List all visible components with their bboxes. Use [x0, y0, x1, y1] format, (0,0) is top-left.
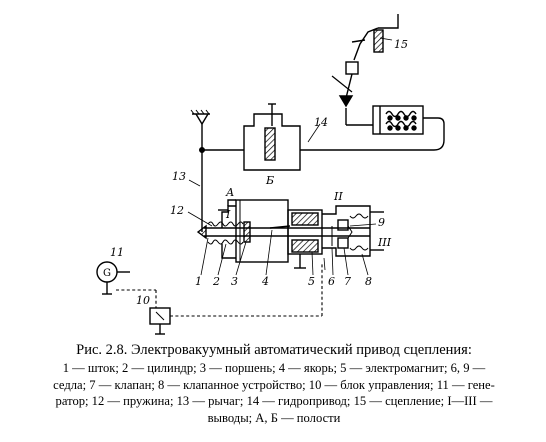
generator-letter: G — [103, 268, 111, 279]
label-i: I — [225, 208, 231, 221]
actuator-assembly — [196, 199, 384, 269]
label-iii: III — [377, 236, 392, 249]
label-7: 7 — [344, 275, 351, 288]
label-8: 8 — [365, 275, 372, 288]
caption-line-3: ратор; 12 — пружина; 13 — рычаг; 14 — ги… — [55, 394, 493, 408]
caption-title: Рис. 2.8. Электровакуумный автоматически… — [76, 342, 472, 358]
part-labels: 15 14 13 12 А Б I II III 9 1 2 3 4 5 6 7… — [103, 38, 408, 307]
leader-lines — [187, 37, 393, 276]
label-11: 11 — [110, 246, 124, 259]
label-13: 13 — [172, 170, 186, 183]
label-5: 5 — [308, 275, 315, 288]
caption-line-2: седла; 7 — клапан; 8 — клапанное устройс… — [53, 377, 495, 392]
label-10: 10 — [136, 294, 150, 307]
label-ii: II — [333, 190, 343, 203]
control-wiring — [116, 262, 323, 317]
label-2: 2 — [212, 275, 220, 288]
label-15: 15 — [394, 38, 408, 51]
caption-line-1: 1 — шток; 2 — цилиндр; 3 — поршень; 4 — … — [62, 361, 486, 375]
label-9: 9 — [378, 216, 385, 229]
label-a: А — [225, 186, 234, 199]
hydraulic-cylinder — [300, 105, 445, 151]
label-3: 3 — [231, 275, 238, 288]
label-6: 6 — [328, 275, 335, 288]
label-1: 1 — [195, 275, 202, 288]
master-cylinder — [202, 103, 301, 171]
control-unit — [149, 307, 171, 335]
caption-line-4: выводы; А, Б — полости — [207, 410, 341, 425]
label-b: Б — [265, 174, 274, 187]
generator-icon — [96, 261, 130, 295]
lever — [190, 109, 210, 232]
label-14: 14 — [314, 116, 328, 129]
label-4: 4 — [261, 275, 269, 288]
label-12: 12 — [170, 204, 184, 217]
figure-caption: Рис. 2.8. Электровакуумный автоматически… — [6, 340, 542, 426]
clutch-assembly — [331, 14, 399, 125]
